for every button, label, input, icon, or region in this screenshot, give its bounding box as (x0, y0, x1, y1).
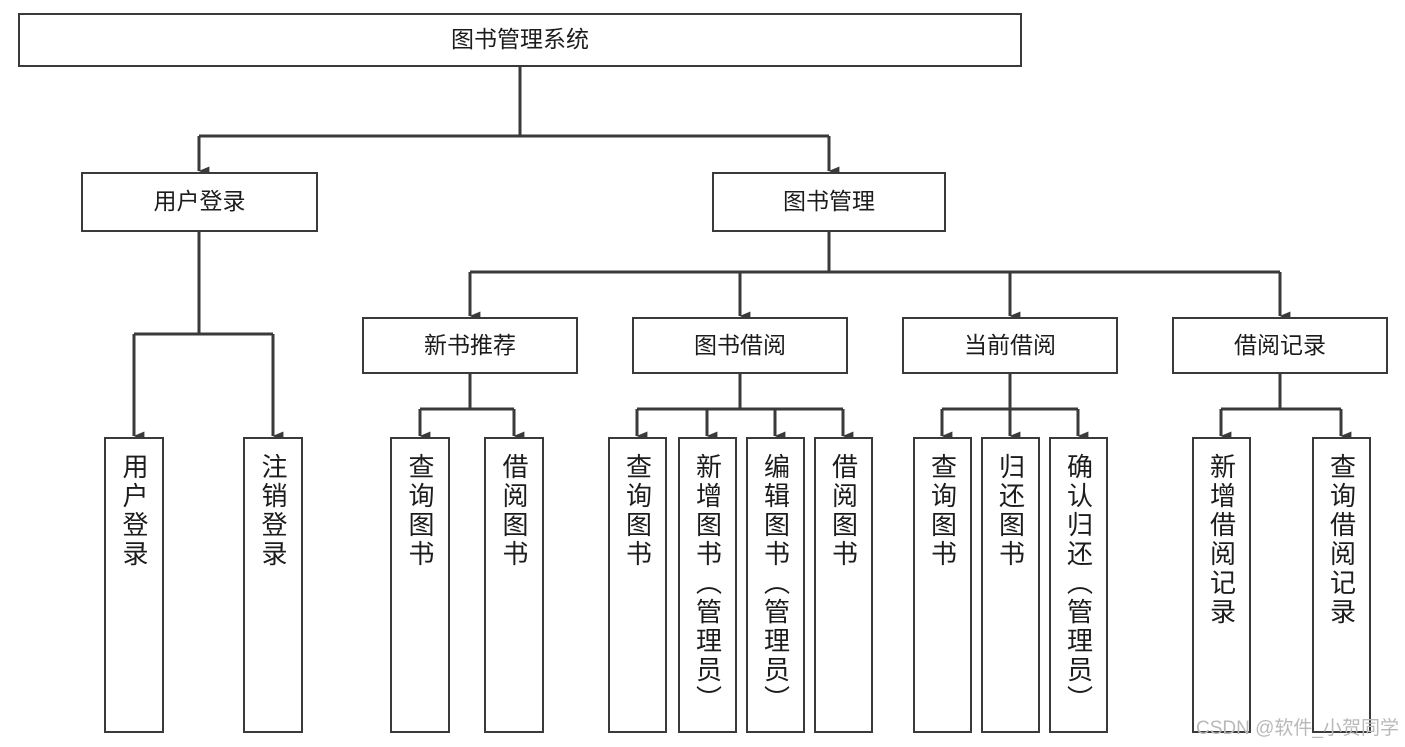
connector-borrowrecord-to-leaves (1219, 374, 1352, 441)
connector-bookborrow-to-leaves (635, 374, 854, 441)
node-new-book-rec[interactable]: 新书推荐 (362, 317, 578, 374)
node-label: 查询图书 (622, 453, 653, 569)
node-borrow-record[interactable]: 借阅记录 (1172, 317, 1388, 374)
node-root[interactable]: 图书管理系统 (18, 13, 1022, 67)
node-book-borrow[interactable]: 图书借阅 (632, 317, 848, 374)
node-label: 用户登录 (119, 453, 149, 569)
connector-bookmanage-to-level3 (468, 232, 1291, 321)
node-book-manage[interactable]: 图书管理 (712, 172, 946, 232)
node-label: 查询借阅记录 (1326, 453, 1357, 627)
node-label: 当前借阅 (964, 331, 1056, 358)
node-leaf-user-login[interactable]: 用户登录 (104, 437, 164, 733)
node-label: 查询图书 (405, 453, 435, 569)
node-leaf-add-record[interactable]: 新增借阅记录 (1192, 437, 1251, 733)
connector-currentborrow-to-leaves (940, 374, 1089, 441)
connector-userlogin-to-leaves (132, 232, 284, 441)
node-user-login[interactable]: 用户登录 (81, 172, 318, 232)
node-label: 借阅图书 (828, 453, 859, 569)
node-label: 编辑图书（管理员） (760, 453, 791, 714)
node-label: 新增借阅记录 (1206, 453, 1237, 627)
node-leaf-confirm-return[interactable]: 确认归还（管理员） (1049, 437, 1108, 733)
node-label: 借阅记录 (1234, 331, 1326, 358)
node-leaf-borrow-book-1[interactable]: 借阅图书 (484, 437, 544, 733)
node-label: 图书管理系统 (451, 26, 589, 53)
node-label: 查询图书 (927, 453, 958, 569)
node-label: 确认归还（管理员） (1063, 453, 1094, 714)
connector-newbook-to-leaves (418, 374, 525, 441)
node-label: 注销登录 (258, 453, 288, 569)
node-leaf-return-book[interactable]: 归还图书 (981, 437, 1040, 733)
node-leaf-query-record[interactable]: 查询借阅记录 (1312, 437, 1371, 733)
node-label: 图书管理 (783, 188, 875, 215)
node-leaf-query-book-3[interactable]: 查询图书 (913, 437, 972, 733)
node-leaf-borrow-book-2[interactable]: 借阅图书 (814, 437, 873, 733)
node-label: 图书借阅 (694, 331, 786, 358)
node-leaf-query-book-1[interactable]: 查询图书 (390, 437, 450, 733)
node-leaf-query-book-2[interactable]: 查询图书 (608, 437, 667, 733)
node-leaf-add-book[interactable]: 新增图书（管理员） (678, 437, 737, 733)
node-current-borrow[interactable]: 当前借阅 (902, 317, 1118, 374)
connector-root-to-level2 (197, 67, 840, 176)
node-leaf-edit-book[interactable]: 编辑图书（管理员） (746, 437, 805, 733)
node-leaf-logout[interactable]: 注销登录 (243, 437, 303, 733)
node-label: 用户登录 (153, 188, 246, 215)
connectors-group (132, 67, 1352, 441)
node-label: 借阅图书 (499, 453, 529, 569)
node-label: 归还图书 (995, 453, 1026, 569)
node-label: 新书推荐 (424, 331, 516, 358)
node-label: 新增图书（管理员） (692, 453, 723, 714)
